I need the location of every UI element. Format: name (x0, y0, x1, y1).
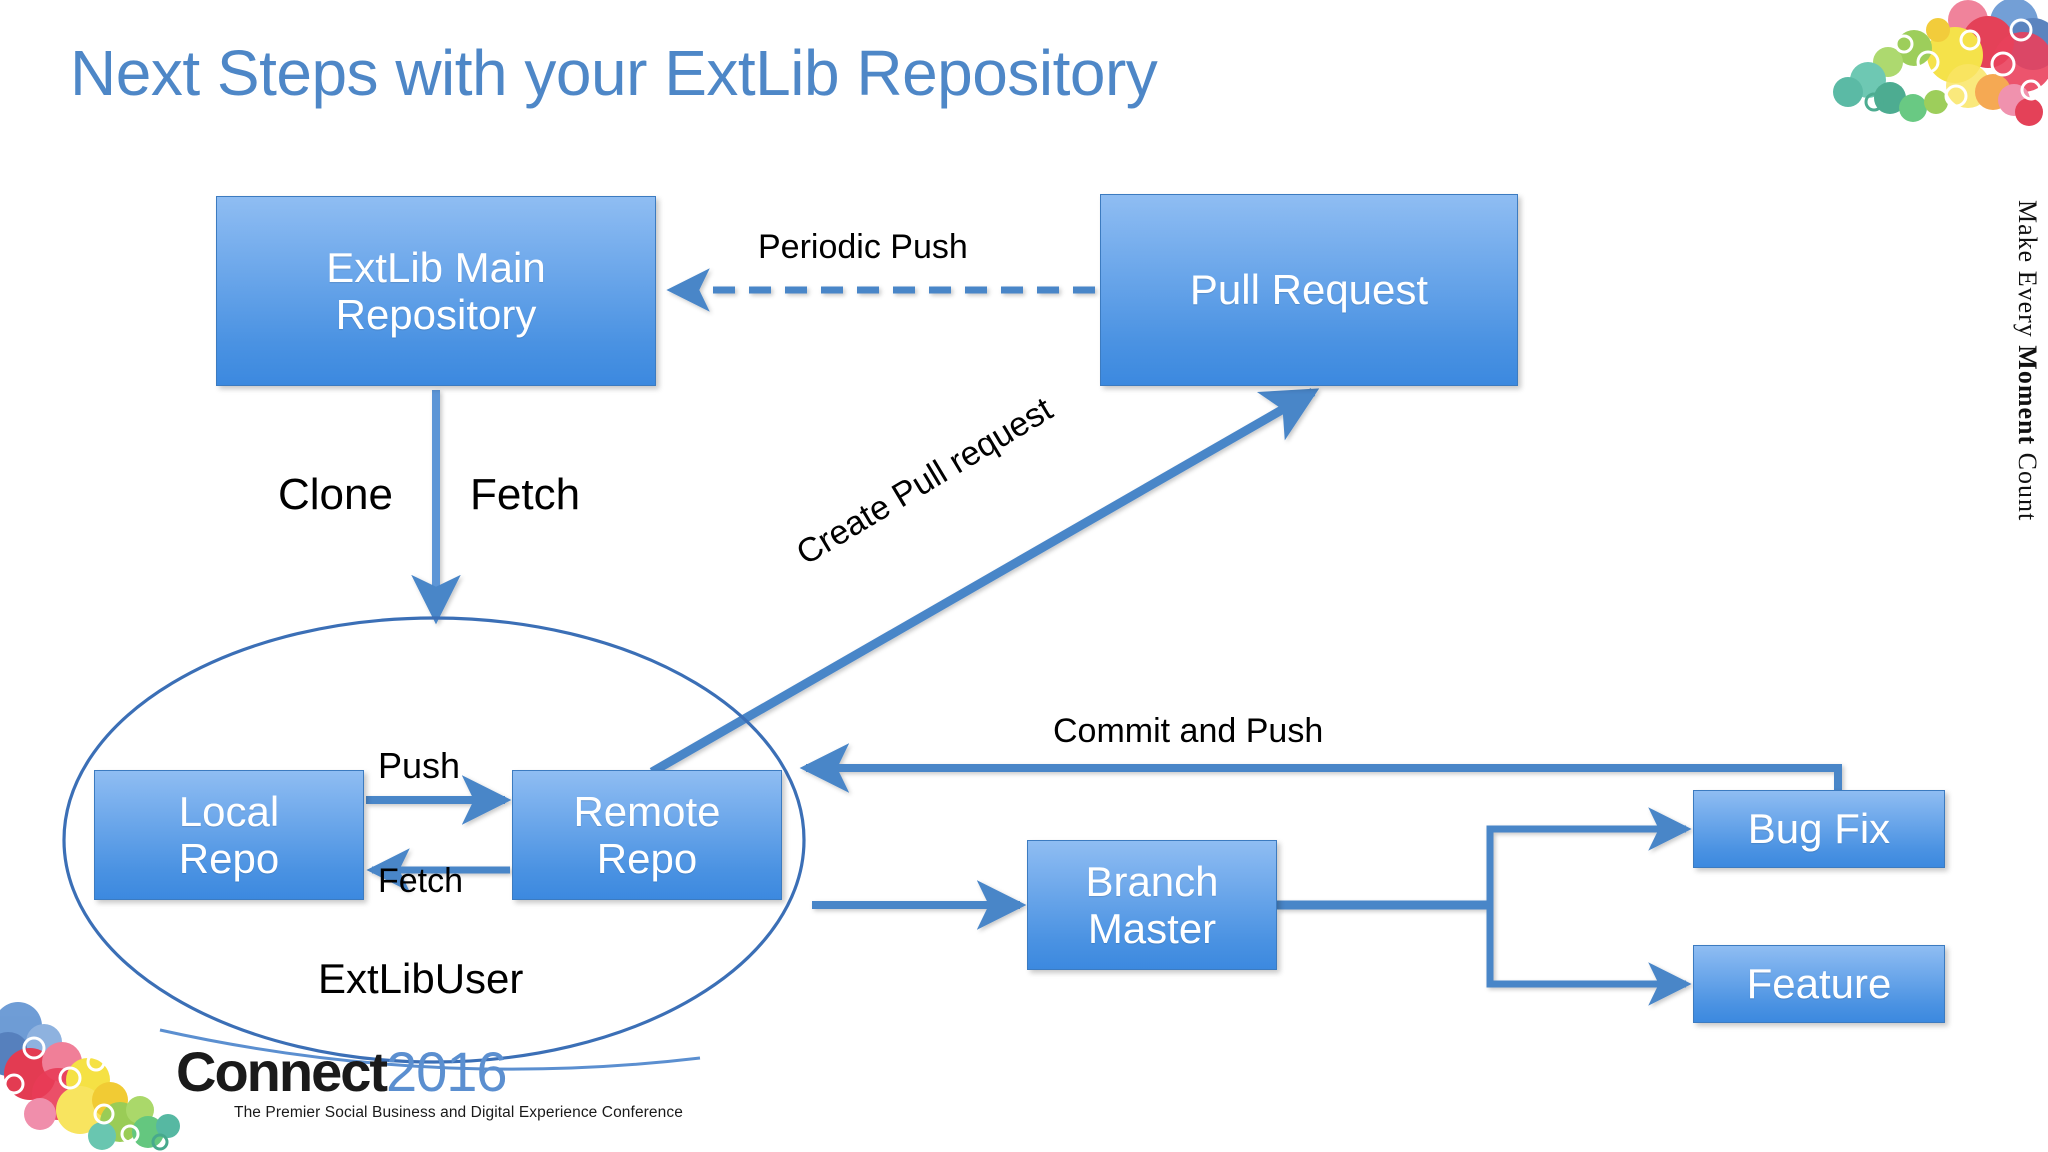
connect-2016-logo: Connect2016 The Premier Social Business … (176, 1044, 683, 1122)
tagline-suffix: Count (2013, 445, 2042, 522)
logo-wordmark: Connect2016 (176, 1040, 508, 1103)
edge-label-fetch-top: Fetch (470, 470, 581, 519)
connector-fork-feature (1486, 905, 1692, 1006)
vertical-tagline: Make Every Moment Count (2002, 200, 2042, 660)
node-label: Pull Request (1189, 266, 1429, 314)
group-label-extlibuser: ExtLibUser (318, 955, 524, 1002)
node-local-repo[interactable]: Local Repo (94, 770, 364, 900)
connector-fork-bug-fix (1486, 807, 1692, 905)
node-label: Local Repo (179, 788, 279, 882)
edge-label-clone: Clone (278, 470, 393, 519)
edge-label-periodic-push: Periodic Push (758, 228, 968, 266)
node-label: Remote Repo (573, 788, 720, 882)
node-label-line2: Master (1087, 905, 1217, 952)
node-extlib-main-repository[interactable]: ExtLib Main Repository (216, 196, 656, 386)
tagline-prefix: Make Every (2013, 200, 2042, 346)
node-label: Feature (1746, 960, 1892, 1008)
node-label: Branch Master (1085, 858, 1218, 952)
node-label-line1: Branch (1085, 857, 1219, 905)
page-title: Next Steps with your ExtLib Repository (70, 37, 1158, 109)
node-label: Bug Fix (1747, 805, 1891, 853)
node-pull-request[interactable]: Pull Request (1100, 194, 1518, 386)
node-label-line1: Remote (573, 787, 721, 835)
node-bug-fix[interactable]: Bug Fix (1693, 790, 1945, 868)
connector-commit-and-push (799, 743, 1842, 793)
node-label-line1: Local (178, 787, 280, 835)
tagline-bold: Moment (2013, 345, 2042, 446)
logo-word-year: 2016 (386, 1040, 508, 1103)
node-feature[interactable]: Feature (1693, 945, 1945, 1023)
edge-label-create-pull-request: Create Pull request (790, 390, 1060, 573)
bubbles-decoration-top-right (1833, 0, 2048, 126)
node-label-line2: Repo (596, 835, 698, 882)
logo-subtitle: The Premier Social Business and Digital … (234, 1104, 683, 1121)
logo-word-connect: Connect (176, 1040, 388, 1103)
node-branch-master[interactable]: Branch Master (1027, 840, 1277, 970)
node-remote-repo[interactable]: Remote Repo (512, 770, 782, 900)
node-label-line2: Repository (335, 291, 537, 338)
edge-label-push: Push (378, 745, 461, 786)
edge-label-fetch-bottom: Fetch (378, 862, 464, 900)
node-label-line2: Repo (178, 835, 280, 882)
node-label: ExtLib Main Repository (326, 244, 545, 338)
edge-label-commit-and-push: Commit and Push (1053, 712, 1324, 750)
node-label-line1: ExtLib Main (326, 243, 546, 291)
